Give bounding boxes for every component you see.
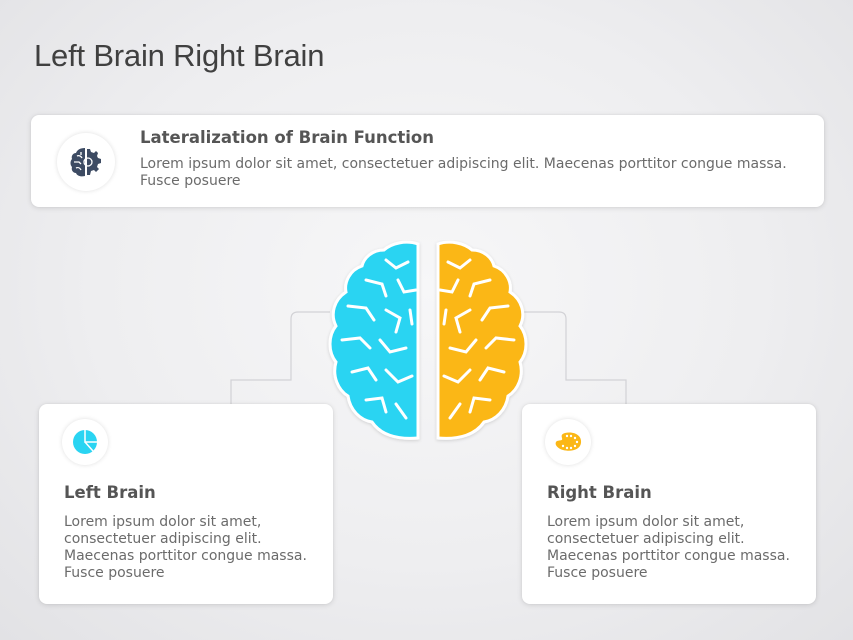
left-brain-card: Left Brain Lorem ipsum dolor sit amet, c… xyxy=(39,404,333,604)
icon-badge xyxy=(545,419,591,465)
right-brain-card: Right Brain Lorem ipsum dolor sit amet, … xyxy=(522,404,816,604)
card-title: Right Brain xyxy=(547,483,652,502)
left-hemisphere xyxy=(328,240,420,440)
page-title: Left Brain Right Brain xyxy=(34,38,325,73)
icon-badge xyxy=(57,133,115,191)
brain-gear-icon xyxy=(70,148,101,177)
card-body: Lorem ipsum dolor sit amet, consectetuer… xyxy=(140,156,787,189)
lateralization-card: Lateralization of Brain Function Lorem i… xyxy=(31,115,824,207)
card-body: Lorem ipsum dolor sit amet, consectetuer… xyxy=(64,514,307,581)
brain-illustration xyxy=(328,240,528,440)
card-title: Left Brain xyxy=(64,483,156,502)
card-title: Lateralization of Brain Function xyxy=(140,128,435,147)
paint-palette-icon xyxy=(555,432,582,451)
right-hemisphere xyxy=(436,240,528,440)
card-body: Lorem ipsum dolor sit amet, consectetuer… xyxy=(547,514,790,581)
icon-badge xyxy=(62,419,108,465)
pie-chart-icon xyxy=(73,430,97,454)
